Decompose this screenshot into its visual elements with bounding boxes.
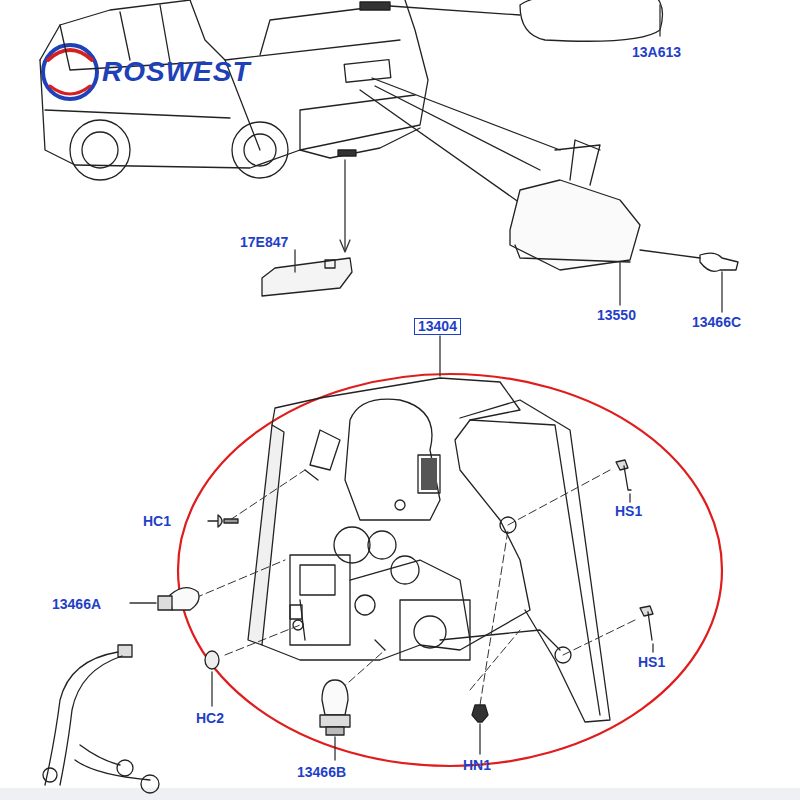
vehicle-outline — [40, 0, 428, 180]
callout-number: HN1 — [463, 757, 491, 773]
callout-number: 17E847 — [240, 234, 288, 250]
callout-number: 13550 — [597, 307, 636, 323]
callout-number: 13A613 — [632, 44, 681, 60]
callout-number: HC1 — [143, 513, 171, 529]
wiring-harness — [43, 645, 159, 793]
callout-number: HC2 — [196, 710, 224, 726]
callout-number: 13466B — [297, 764, 346, 780]
tail-lamp — [248, 378, 610, 722]
callout-number: 13466A — [52, 596, 101, 612]
callout-number: 13404 — [418, 319, 457, 334]
callout-number: HS1 — [638, 654, 665, 670]
callout-number: HS1 — [615, 503, 642, 519]
logo — [43, 45, 97, 99]
watermark: ROSWEST — [102, 57, 251, 87]
highlighted-part-number: 13404 — [414, 318, 461, 335]
callout-number: 13466C — [692, 314, 741, 330]
